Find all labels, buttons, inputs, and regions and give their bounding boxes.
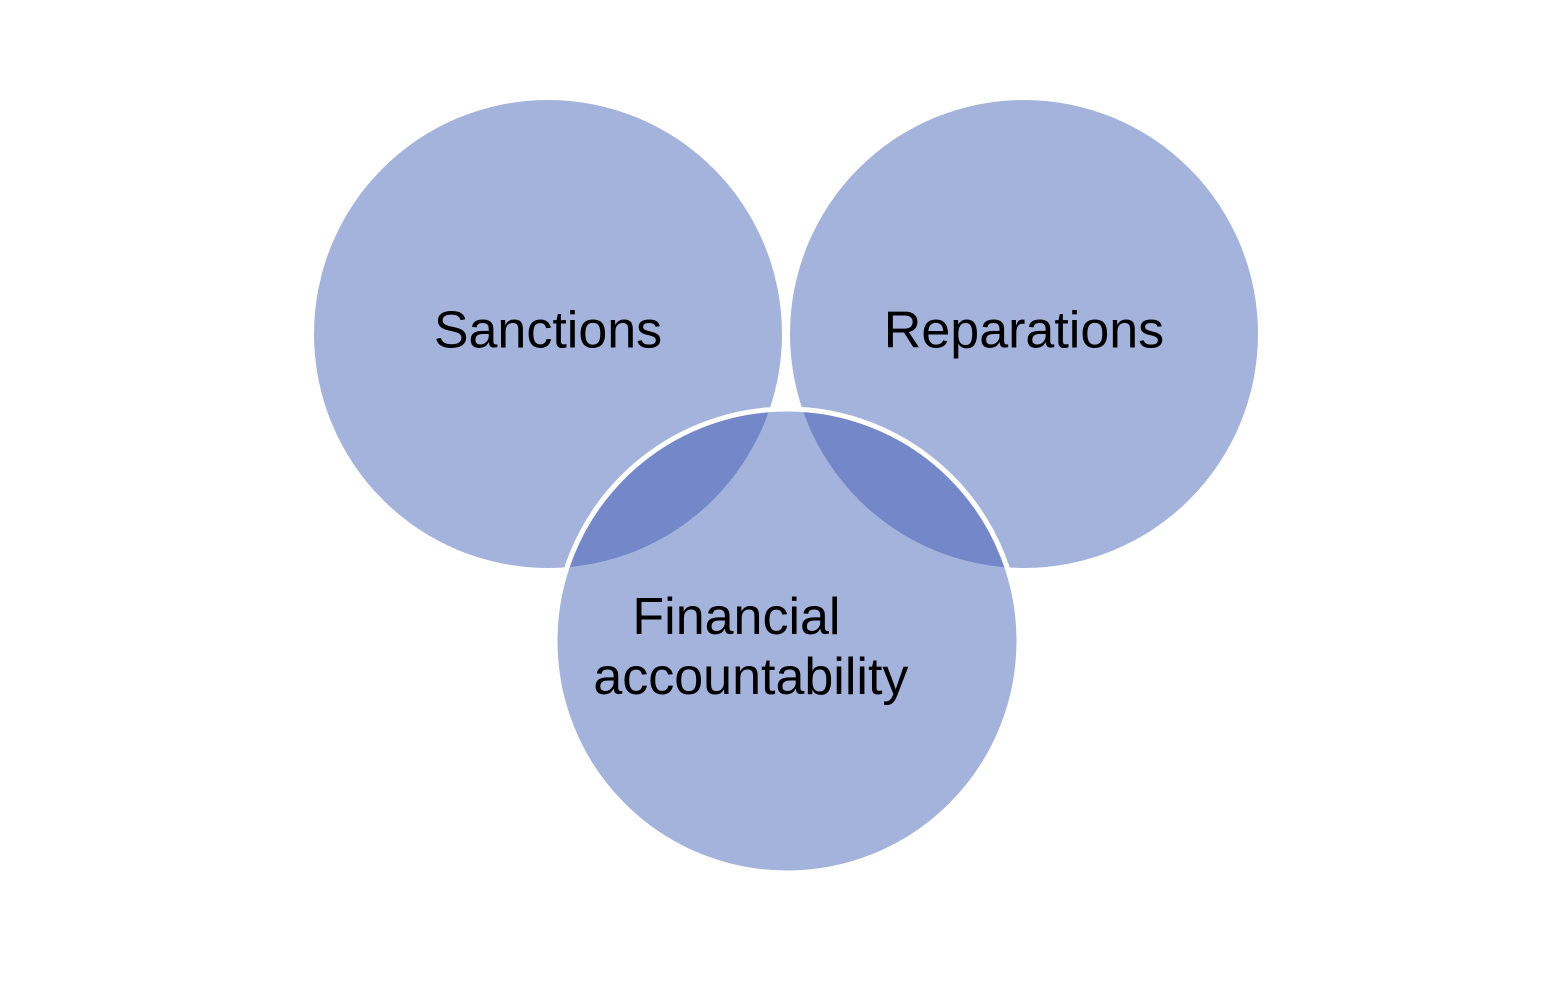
label-sanctions: Sanctions xyxy=(434,302,662,360)
circle-financial-accountability-outline xyxy=(552,406,1022,876)
intersection-group xyxy=(555,409,1019,568)
label-financial-line-2: accountability xyxy=(593,648,908,706)
label-financial-accountability: Financial accountability xyxy=(593,588,980,706)
label-financial-line-1: Financial xyxy=(632,588,840,646)
label-reparations: Reparations xyxy=(884,302,1164,360)
intersection-reparations-financial xyxy=(790,409,1019,568)
intersection-sanctions-financial xyxy=(555,409,782,568)
